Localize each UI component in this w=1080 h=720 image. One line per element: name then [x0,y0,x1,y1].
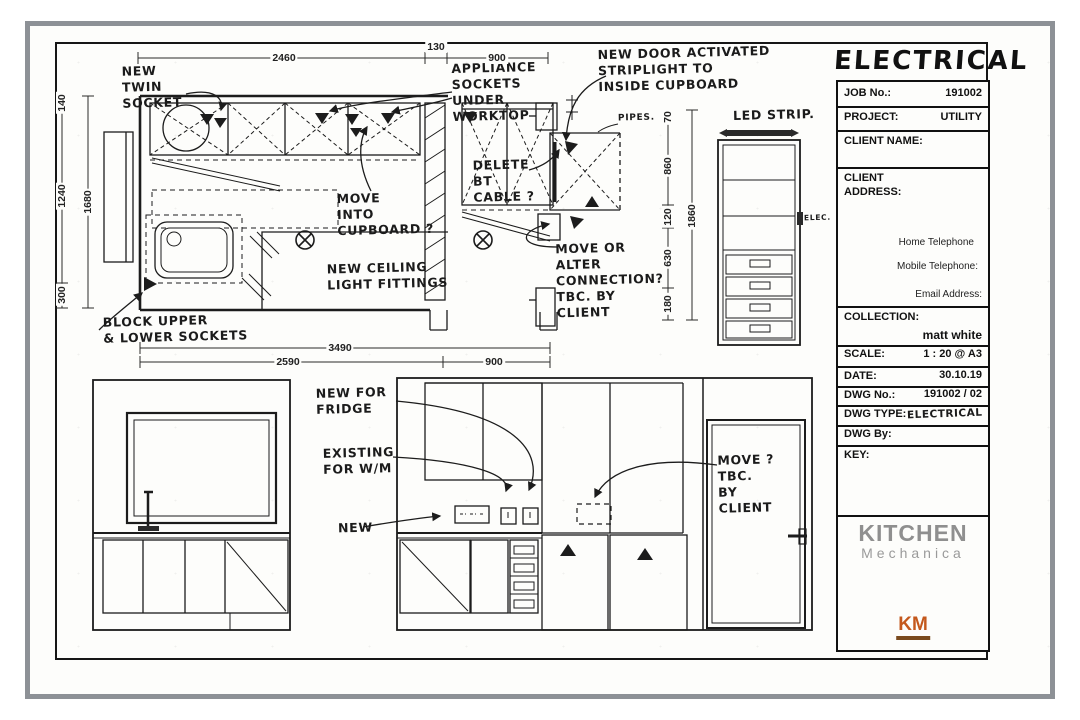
title-block-divider [838,405,988,407]
mobile-telephone-label: Mobile Telephone: [897,261,978,272]
dim-1680: 1680 [82,188,94,216]
title-block-divider [838,445,988,447]
dwg-no-label: DWG No.: [844,389,896,401]
title-block-divider [838,425,988,427]
dim-900-top: 900 [486,52,508,64]
scale-value: 1 : 20 @ A3 [923,348,982,360]
note-pipes: PIPES. [617,112,655,124]
job-no-value: 191002 [945,87,982,99]
dwg-by-label: DWG By: [844,428,892,440]
title-block-divider [838,106,988,108]
project-label: PROJECT: [844,111,899,123]
dim-860: 860 [662,155,674,177]
scale-label: SCALE: [844,348,885,360]
client-name-label: CLIENT NAME: [844,135,923,147]
dim-3490: 3490 [326,342,354,354]
job-no-label: JOB No.: [844,87,892,99]
title-block-divider [838,366,988,368]
outer-border-frame [25,21,1055,699]
email-address-label: Email Address: [915,289,982,300]
note-move-into-cupboard: MOVE INTO CUPBOARD ? [336,190,435,239]
note-existing-wm: EXISTING FOR W/M [322,444,395,477]
logo-kitchen: KITCHEN [858,520,968,546]
date-label: DATE: [844,370,877,382]
note-move-tbc: MOVE ? TBC. BY CLIENT [717,451,775,516]
dim-70: 70 [662,109,674,125]
dim-630: 630 [662,247,674,269]
title-block-divider [838,167,988,169]
note-delete-bt: DELETE BT CABLE ? [472,156,535,205]
title-block: JOB No.: 191002 PROJECT: UTILITY CLIENT … [836,80,990,652]
dim-120: 120 [662,206,674,228]
logo-mechanica: Mechanica [861,545,965,561]
note-appliance-sockets: APPLIANCE SOCKETS UNDER WORKTOP [451,58,537,125]
dim-130: 130 [425,41,447,53]
key-label: KEY: [844,449,870,461]
dwg-type-value: ELECTRICAL [906,406,983,422]
note-new-twin-socket: NEW TWIN SOCKET [121,62,183,111]
home-telephone-label: Home Telephone [898,237,974,248]
dwg-no-value: 191002 / 02 [923,388,982,400]
note-led-strip: LED STRIP. [732,106,815,123]
title-block-divider [838,515,988,517]
drawing-title: ELECTRICAL [832,46,1030,76]
collection-value: matt white [922,328,982,342]
dim-300: 300 [56,284,68,306]
dim-900-bottom: 900 [483,356,505,368]
collection-label: COLLECTION: [844,311,920,323]
note-elec: ELEC. [803,212,831,223]
note-new-for-fridge: NEW FOR FRIDGE [315,384,387,417]
note-block-sockets: BLOCK UPPER & LOWER SOCKETS [102,312,249,346]
note-new-ceiling-lights: NEW CEILING LIGHT FITTINGS [326,259,449,293]
dim-2590: 2590 [274,356,302,368]
dim-1860: 1860 [686,202,698,230]
note-move-or-alter: MOVE OR ALTER CONNECTION? TBC. BY CLIENT [555,239,664,321]
note-new: NEW [337,519,374,536]
dim-140: 140 [56,92,68,114]
date-value: 30.10.19 [939,369,982,381]
logo-km-mark: KM [896,614,930,640]
title-block-divider [838,386,988,388]
title-block-divider [838,306,988,308]
dim-1240: 1240 [56,182,68,210]
title-block-divider [838,130,988,132]
client-address-label: CLIENT ADDRESS: [844,172,902,198]
project-value: UTILITY [940,111,982,123]
title-block-divider [838,345,988,347]
note-door-striplight: NEW DOOR ACTIVATED STRIPLIGHT TO INSIDE … [597,42,771,95]
dim-2460: 2460 [270,52,298,64]
dwg-type-label: DWG TYPE: [844,408,907,420]
dim-180: 180 [662,293,674,315]
